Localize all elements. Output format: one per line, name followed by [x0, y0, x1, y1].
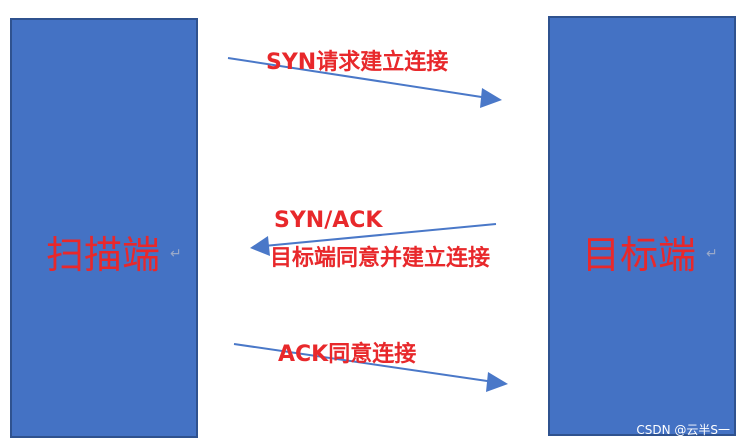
syn-arrow-line [227, 57, 489, 99]
ack-arrowhead [486, 372, 508, 392]
scanner-box: 扫描端 ↵ [10, 18, 198, 438]
synack-arrow [250, 223, 497, 256]
synack-arrow-line [263, 223, 497, 247]
target-box: 目标端 ↵ [548, 16, 736, 436]
synack-message-line2: 目标端同意并建立连接 [270, 246, 491, 271]
ack-arrow-line [233, 343, 495, 383]
synack-message-line1: SYN/ACK [274, 208, 383, 233]
ack-arrow [233, 343, 508, 392]
ack-message: ACK同意连接 [278, 342, 417, 367]
target-label: 目标端 [582, 233, 697, 277]
paragraph-mark-icon: ↵ [170, 246, 182, 262]
scanner-label: 扫描端 [46, 233, 161, 277]
syn-message: SYN请求建立连接 [266, 50, 449, 75]
synack-arrowhead [250, 236, 270, 256]
syn-arrow [227, 57, 502, 108]
syn-arrowhead [480, 88, 502, 108]
paragraph-mark-icon: ↵ [706, 246, 718, 262]
watermark: CSDN @云半S一 [636, 423, 730, 437]
